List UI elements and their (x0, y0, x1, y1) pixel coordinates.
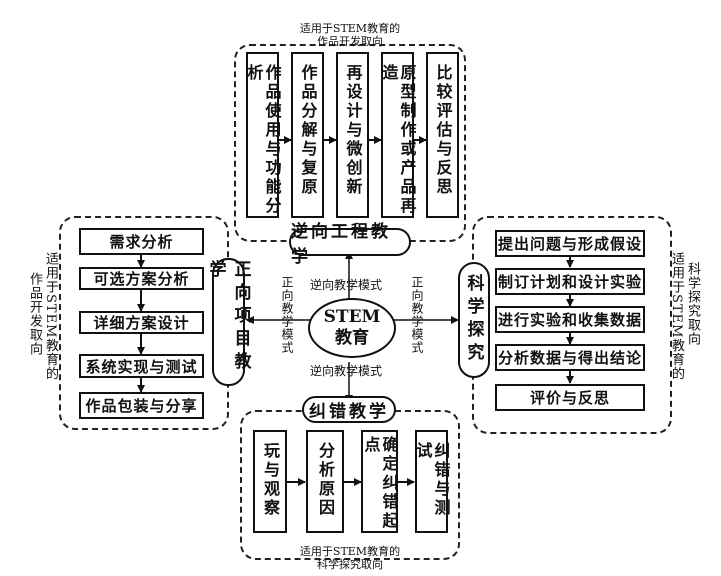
bottom-step-4: 纠错与测试 (414, 430, 451, 533)
top-step-5: 比较评估与反思 (426, 52, 459, 218)
top-note: 适用于STEM教育的 作品开发取向 (280, 22, 420, 48)
top-step-3: 再设计与微创新 (336, 52, 369, 218)
bottom-note-line2: 科学探究取向 (317, 558, 383, 571)
bottom-note-line1: 适用于STEM教育的 (299, 545, 401, 558)
center-label-stem: STEM (323, 307, 381, 327)
top-step-4: 原型制作或产品再造 (380, 52, 417, 218)
right-note-col2: 适用于STEM教育的 (669, 252, 684, 381)
left-step-3: 详细方案设计 (79, 311, 204, 334)
bottom-step-3: 确定纠错起点 (361, 430, 399, 533)
bottom-title: 纠错教学 (302, 396, 396, 423)
mode-label-top: 逆向教学模式 (310, 278, 383, 292)
right-step-3: 进行实验和收集数据 (495, 306, 645, 333)
right-step-1: 提出问题与形成假设 (495, 230, 645, 257)
left-note-col1: 适用于STEM教育的 (43, 252, 58, 381)
right-step-4: 分析数据与得出结论 (495, 344, 645, 371)
bottom-step-1: 玩与观察 (253, 430, 287, 533)
top-title: 逆向工程教学 (289, 222, 411, 267)
right-note-col1: 科学探究取向 (685, 262, 700, 346)
mode-label-bottom: 逆向教学模式 (310, 364, 383, 378)
left-note-col2: 作品开发取向 (27, 272, 42, 356)
right-title: 科学探究 (458, 262, 490, 378)
left-step-4: 系统实现与测试 (79, 354, 204, 378)
top-step-2: 作品分解与复原 (291, 52, 324, 218)
top-note-line1: 适用于STEM教育的 (299, 22, 401, 35)
center-ellipse: STEM 教育 (308, 298, 396, 358)
left-step-5: 作品包装与分享 (79, 392, 204, 419)
mode-label-left: 正向教学模式 (280, 276, 294, 354)
left-title: 正向项目教学 (206, 258, 251, 386)
right-step-5: 评价与反思 (495, 384, 645, 411)
top-note-line2: 作品开发取向 (317, 35, 383, 48)
right-step-2: 制订计划和设计实验 (495, 268, 645, 295)
center-label-edu: 教育 (335, 328, 369, 348)
bottom-note: 适用于STEM教育的 科学探究取向 (280, 545, 420, 571)
mode-label-right: 正向教学模式 (410, 276, 424, 354)
top-step-1: 作品使用与功能分析 (245, 52, 282, 218)
left-step-1: 需求分析 (79, 228, 204, 255)
left-step-2: 可选方案分析 (79, 267, 204, 290)
bottom-step-2: 分析原因 (306, 430, 344, 533)
